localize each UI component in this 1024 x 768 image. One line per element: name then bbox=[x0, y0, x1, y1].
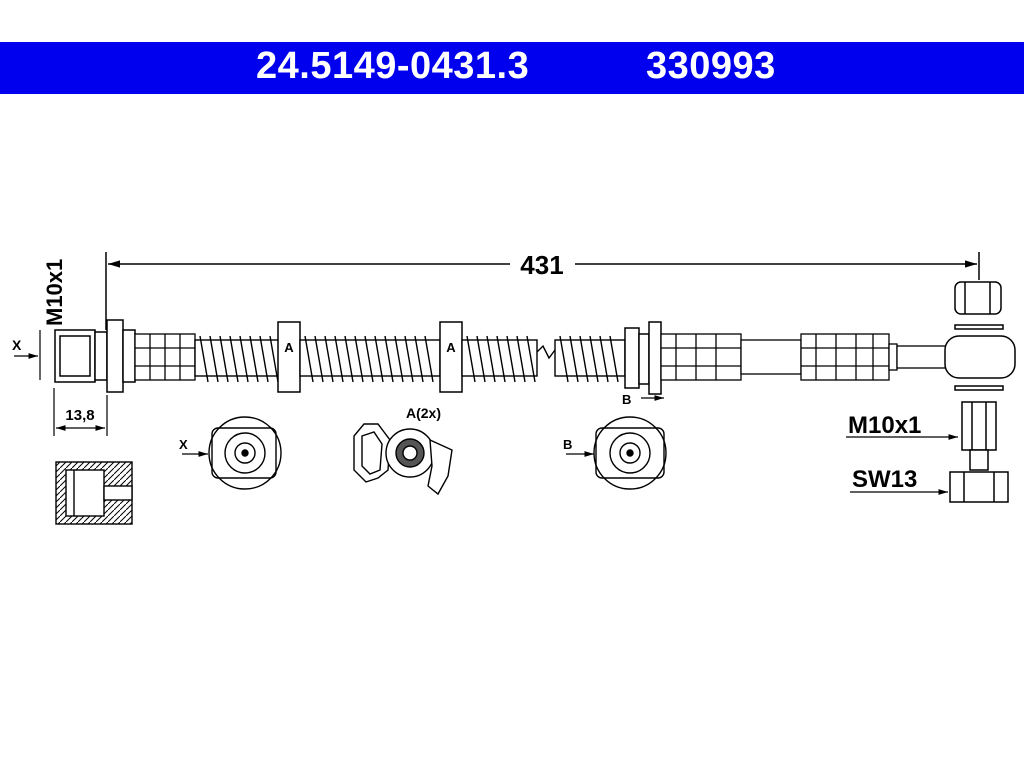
x-view-label: X bbox=[179, 437, 188, 452]
spring-guard-2 bbox=[299, 335, 441, 383]
spring-guard-3 bbox=[461, 335, 538, 383]
width-dimension: 13,8 bbox=[53, 388, 108, 436]
clip-a-left-label: A bbox=[284, 340, 294, 355]
clip-a-detail: A(2x) bbox=[353, 405, 453, 496]
right-sleeve bbox=[660, 333, 950, 381]
clip-a-right-label: A bbox=[446, 340, 456, 355]
x-marker-label: X bbox=[12, 337, 22, 353]
part-number: 24.5149-0431.3 bbox=[256, 45, 530, 87]
right-eye-fitting bbox=[944, 281, 1016, 391]
length-label: 431 bbox=[520, 250, 563, 280]
reference-number: 330993 bbox=[646, 45, 776, 87]
spring-guard-4 bbox=[554, 335, 626, 383]
title-bar: 24.5149-0431.3 330993 bbox=[0, 42, 1024, 94]
break-symbol bbox=[536, 344, 556, 360]
right-thread-label: M10x1 bbox=[848, 412, 921, 439]
clip-a-count-label: A(2x) bbox=[406, 405, 441, 421]
width-label: 13,8 bbox=[65, 407, 94, 424]
spring-guard-1 bbox=[194, 335, 281, 383]
clip-a-right: A bbox=[439, 321, 463, 393]
length-dimension: 431 bbox=[105, 250, 980, 330]
left-thread-label: M10x1 bbox=[42, 259, 67, 326]
b-end-view: B bbox=[563, 416, 667, 490]
x-end-view: X bbox=[179, 416, 282, 490]
clip-a-left: A bbox=[277, 321, 301, 393]
b-view-label: B bbox=[563, 437, 572, 452]
left-sleeve bbox=[134, 333, 196, 381]
left-section-detail bbox=[55, 461, 133, 525]
right-thread-bolt bbox=[949, 401, 1009, 503]
wrench-size-label: SW13 bbox=[852, 466, 917, 493]
bracket-b: B bbox=[622, 321, 664, 407]
left-fitting bbox=[54, 319, 136, 393]
bracket-b-label: B bbox=[622, 392, 631, 407]
